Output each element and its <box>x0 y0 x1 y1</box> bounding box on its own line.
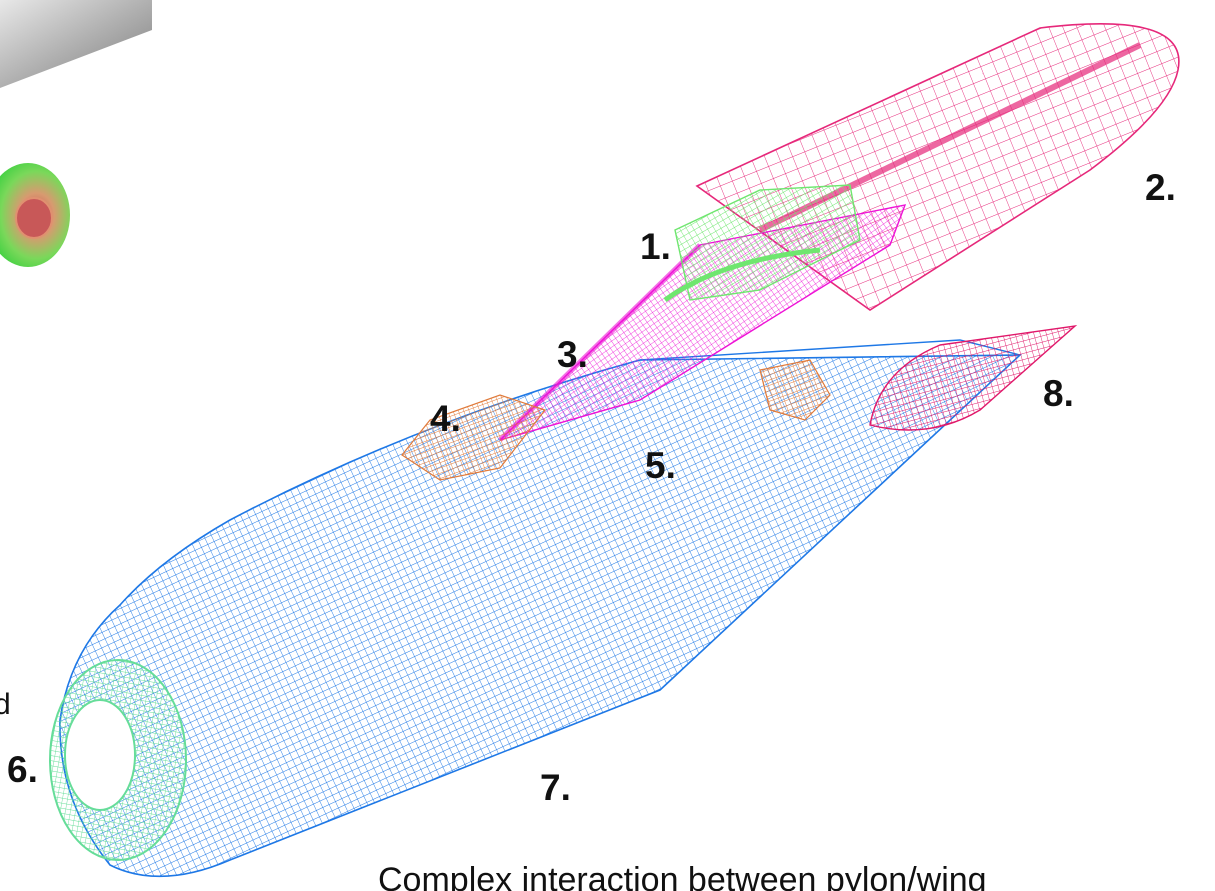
label-5: 5. <box>645 445 676 486</box>
figure-caption: Complex interaction between pylon/wing <box>378 861 987 891</box>
nose-inlet <box>49 659 187 861</box>
label-1: 1. <box>640 226 671 267</box>
engine-nacelle <box>0 163 70 267</box>
pylon-root-mesh <box>663 184 861 303</box>
label-6: 6. <box>7 749 38 790</box>
tail-cone-mesh <box>869 324 1078 431</box>
label-3: 3. <box>557 334 588 375</box>
interaction-patch-left <box>401 394 546 481</box>
cropped-text-fragment: d <box>0 688 11 721</box>
label-4: 4. <box>430 398 461 439</box>
interaction-patch-right <box>759 359 831 421</box>
label-2: 2. <box>1145 167 1176 208</box>
gray-panel <box>0 0 152 88</box>
label-7: 7. <box>540 767 571 808</box>
label-8: 8. <box>1043 373 1074 414</box>
